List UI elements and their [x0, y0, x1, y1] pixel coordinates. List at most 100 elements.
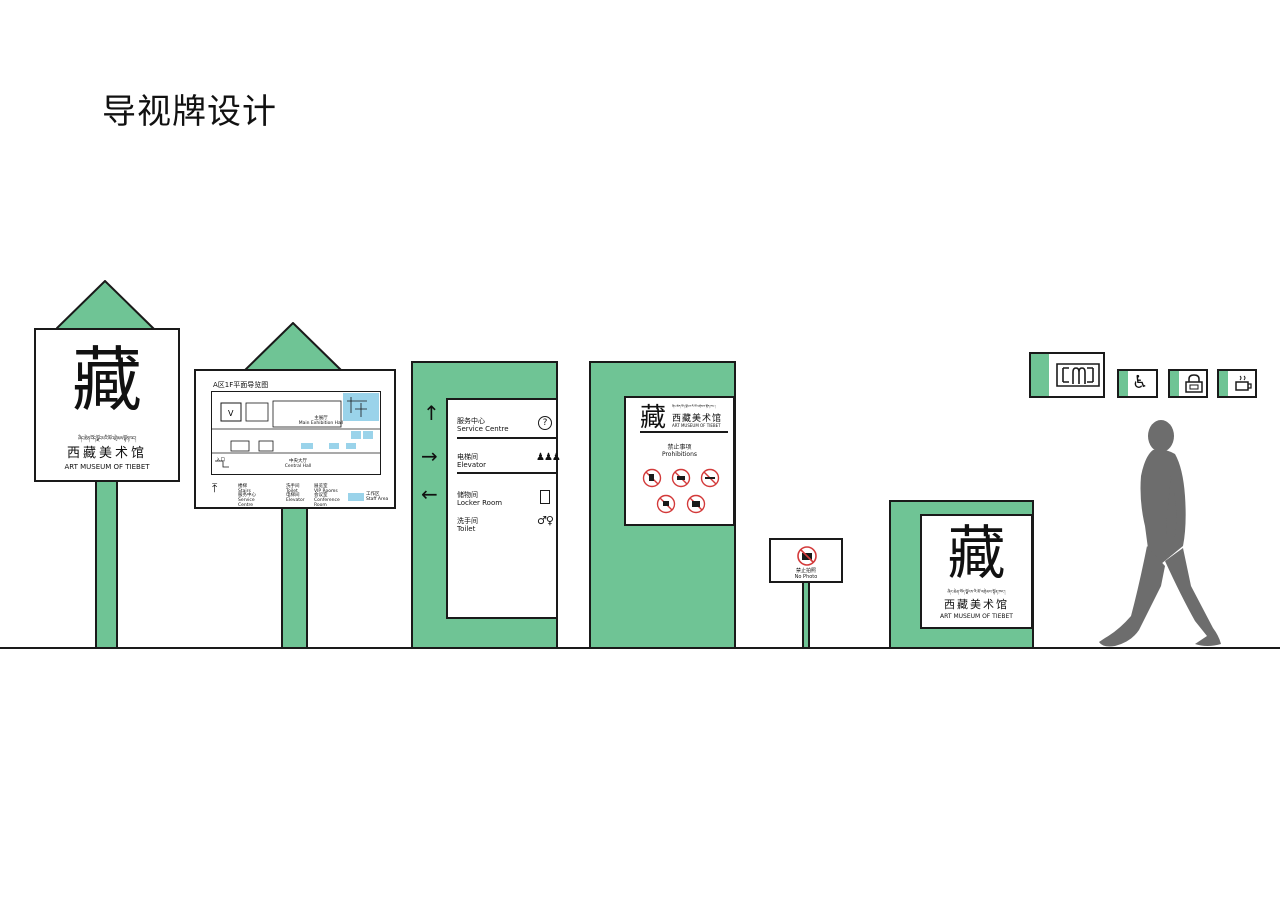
- divider: [457, 472, 558, 474]
- arrow-right-icon: →: [421, 444, 438, 468]
- dir-item-en: Service Centre: [457, 425, 509, 433]
- room-center-cn: 中央大厅: [289, 459, 307, 464]
- no-food-icon: [671, 468, 691, 488]
- legend-item: 楼梯 Stairs: [238, 484, 268, 494]
- legend-cn: 服务中心: [238, 493, 256, 498]
- brand-name-en: ART MUSEUM OF TIEBET: [672, 423, 721, 428]
- arrow-left-icon: ←: [421, 482, 438, 506]
- brand-tibetan: ཞིང་ཆེན་བོད་ལྗོངས་རི་མོ་འགྲེམས་སྟོན་ཁང་།: [947, 589, 1006, 594]
- legend-en: VIP Rooms: [314, 489, 338, 494]
- brand-glyph: 藏: [72, 339, 142, 421]
- brand-glyph: 藏: [640, 403, 667, 433]
- hanging-sign-accessible: ♿: [1117, 369, 1158, 398]
- monument-sign: 藏 ཞིང་ཆེན་བོད་ལྗོངས་རི་མོ་འགྲེམས་སྟོན་ཁང…: [889, 500, 1034, 649]
- dir-item-cn: 服务中心: [457, 417, 485, 425]
- wheelchair-icon: ♿: [1132, 372, 1149, 393]
- legend-en: Stairs: [238, 489, 251, 494]
- entrance-label: 入口: [216, 458, 225, 463]
- prohibition-icons: [642, 468, 720, 514]
- brand-tibetan: ཞིང་ཆེན་བོད་ལྗོངས་རི་མོ་འགྲེམས་སྟོན་ཁང་།: [78, 436, 136, 442]
- lock-icon: [1185, 374, 1203, 393]
- no-photo-icon: [797, 546, 817, 566]
- svg-text:V: V: [228, 409, 234, 418]
- dir-item-en: Elevator: [457, 461, 487, 469]
- hanging-sign-locker: [1168, 369, 1208, 398]
- legend-en: Toilet: [286, 489, 298, 494]
- divider: [457, 437, 558, 439]
- legend-cn: 展览室: [314, 484, 328, 489]
- legend-cn: 电梯间: [286, 493, 300, 498]
- prohibitions-en: Prohibitions: [661, 451, 698, 458]
- legend-item: 工作区 Staff Area: [366, 492, 394, 502]
- brand-name-en: ART MUSEUM OF TIEBET: [940, 613, 1013, 620]
- accent-strip: [1219, 371, 1228, 396]
- dir-item-en: Locker Room: [457, 499, 503, 507]
- accent-strip: [1119, 371, 1128, 396]
- map-panel: A区1F平面导览图 V 主展厅 Main Exhibition Hall 中央: [194, 369, 396, 509]
- accent-strip: [1170, 371, 1179, 396]
- brand-name-cn: 西藏美术馆: [672, 414, 723, 424]
- no-pets-icon: [656, 494, 676, 514]
- locker-icon: [540, 490, 550, 504]
- legend-en: Conference Room: [314, 498, 340, 508]
- dir-item-cn: 电梯间: [457, 453, 478, 461]
- legend-item: 洗手间 Toilet: [286, 484, 316, 494]
- room-main-en: Main Exhibition Hall: [298, 421, 344, 426]
- legend-cn: 楼梯: [238, 484, 247, 489]
- elevator-icon: ♟♟♟: [536, 452, 561, 463]
- brand-name-cn: 西藏美术馆: [66, 446, 147, 461]
- prohibitions-totem: 藏 ཞིང་ཆེན་བོད་ལྗོངས་རི་མོ་འགྲེམས་སྟོན་ཁང…: [589, 361, 736, 649]
- no-photo-cn: 禁止拍照: [795, 568, 816, 574]
- prohibitions-title: 禁止事项 Prohibitions: [626, 444, 733, 458]
- stairs-icon: ⤒: [212, 481, 218, 495]
- legend-en: Service Centre: [238, 498, 255, 508]
- sign-post: [281, 505, 308, 649]
- legend-cn: 洗手间: [286, 484, 300, 489]
- sign-post: [95, 478, 118, 649]
- legend-en: Staff Area: [366, 497, 389, 502]
- legend-cn: 会议室: [314, 493, 328, 498]
- dir-item-en: Toilet: [457, 525, 476, 533]
- dir-item-service: 服务中心 Service Centre: [457, 417, 509, 433]
- room-main-cn: 主展厅: [314, 416, 328, 421]
- page-title: 导视牌设计: [102, 92, 277, 132]
- legend-item: 会议室 Conference Room: [314, 493, 348, 508]
- sign-post: [802, 580, 810, 649]
- room-center-label: 中央大厅 Central Hall: [278, 459, 318, 469]
- room-center-en: Central Hall: [284, 464, 312, 469]
- toilet-icon: ♂♀: [537, 514, 554, 527]
- no-photo-panel: 禁止拍照 No Photo: [769, 538, 843, 583]
- floor-plan: V: [211, 391, 381, 475]
- no-photo-icon: [686, 494, 706, 514]
- brand-name-en: ART MUSEUM OF TIEBET: [64, 463, 150, 471]
- legend-item: 电梯间 Elevator: [286, 493, 316, 503]
- map-title: A区1F平面导览图: [213, 381, 269, 389]
- prohibitions-panel: 藏 ཞིང་ཆེན་བོད་ལྗོངས་རི་མོ་འགྲེམས་སྟོན་ཁང…: [624, 396, 735, 526]
- legend-cn: 工作区: [366, 492, 380, 497]
- coffee-cup-icon: [1235, 375, 1252, 391]
- legend-item: 服务中心 Service Centre: [238, 493, 268, 508]
- prohibitions-cn: 禁止事项: [667, 444, 692, 451]
- brand-tibetan: ཞིང་ཆེན་བོད་ལྗོངས་རི་མོ་འགྲེམས་སྟོན་ཁང་།: [672, 404, 716, 408]
- brand-glyph: 藏: [947, 519, 1006, 587]
- roof-triangle: [244, 322, 344, 372]
- roof-triangle: [56, 280, 156, 330]
- no-photo-en: No Photo: [794, 574, 818, 580]
- help-icon: ?: [538, 416, 552, 430]
- directory-panel: 服务中心 Service Centre ? 电梯间 Elevator ♟♟♟ 储…: [446, 398, 561, 619]
- directory-totem: 服务中心 Service Centre ? 电梯间 Elevator ♟♟♟ 储…: [411, 361, 561, 649]
- monument-panel: 藏 ཞིང་ཆེན་བོད་ལྗོངས་རི་མོ་འགྲེམས་སྟོན་ཁང…: [920, 514, 1033, 629]
- ground-line: [0, 647, 1280, 649]
- gate-icon: [1056, 363, 1100, 387]
- staff-area-swatch: [348, 493, 364, 501]
- hanging-sign-cafe: [1217, 369, 1257, 398]
- brand-name-cn: 西藏美术馆: [944, 598, 1009, 611]
- arrow-up-icon: ↑: [423, 401, 440, 425]
- logo-panel: 藏 ཞིང་ཆེན་བོད་ལྗོངས་རི་མོ་འགྲེམས་སྟོན་ཁང…: [34, 328, 180, 482]
- dir-item-elevator: 电梯间 Elevator: [457, 453, 486, 469]
- accent-strip: [1031, 354, 1049, 396]
- dir-item-cn: 储物间: [457, 491, 478, 499]
- divider: [640, 431, 728, 433]
- no-photo-label: 禁止拍照 No Photo: [771, 568, 841, 580]
- no-touch-icon: [642, 468, 662, 488]
